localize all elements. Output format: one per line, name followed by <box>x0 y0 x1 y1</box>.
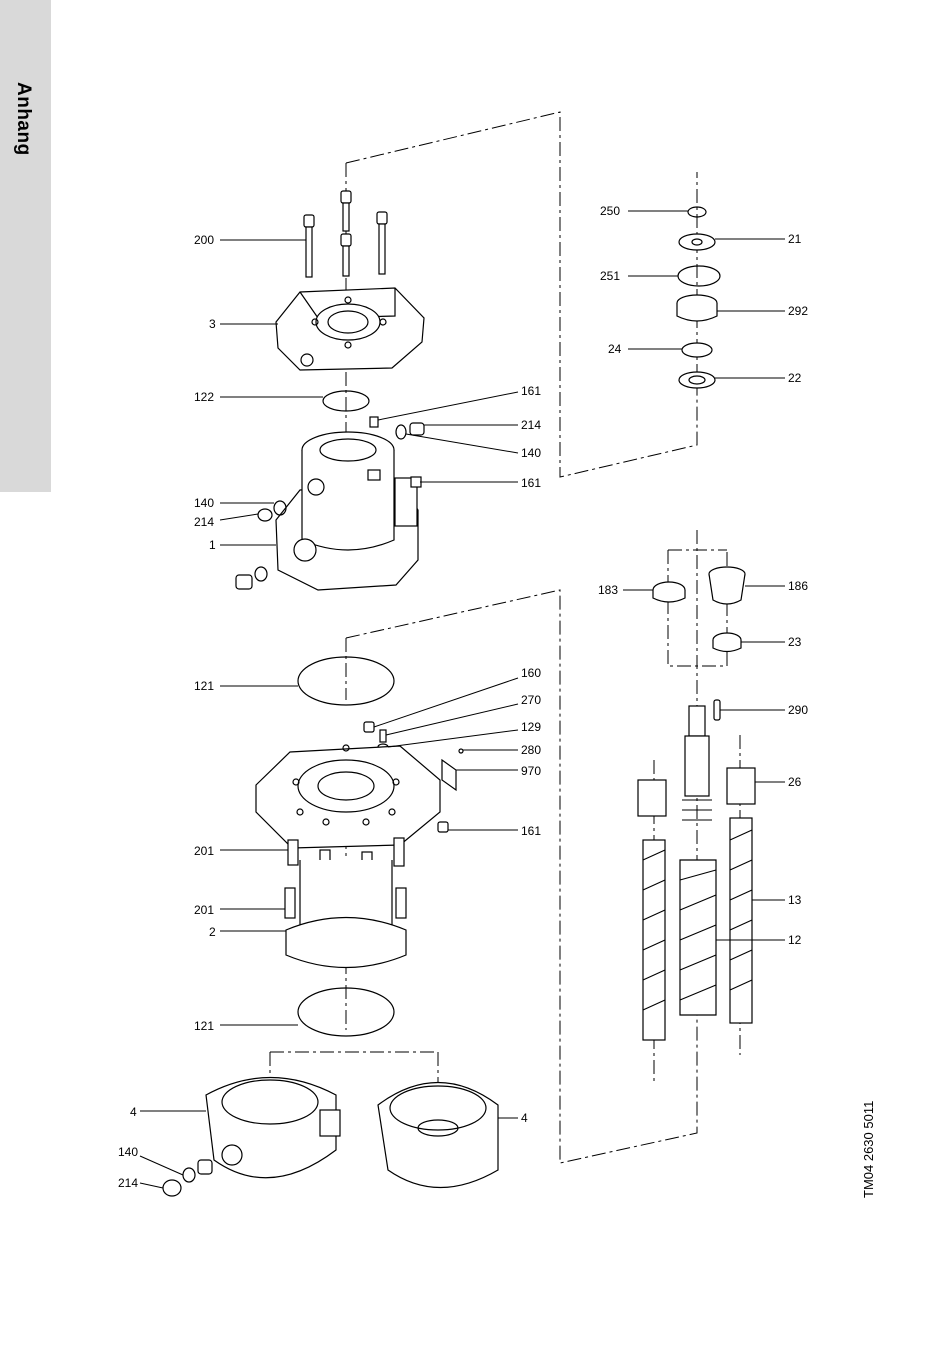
callout-160: 160 <box>521 666 541 680</box>
callout-2: 2 <box>209 925 216 939</box>
callout-140-top: 140 <box>521 446 541 460</box>
callout-201-upper: 201 <box>194 844 214 858</box>
ring-24 <box>682 343 712 357</box>
callout-183: 183 <box>598 583 618 597</box>
callout-214-bottom: 214 <box>118 1176 138 1190</box>
callout-200: 200 <box>194 233 214 247</box>
callout-1: 1 <box>209 538 216 552</box>
retaining-ring-251 <box>678 266 720 286</box>
callout-23: 23 <box>788 635 802 649</box>
seal-22 <box>679 372 715 388</box>
callout-121-bottom: 121 <box>194 1019 214 1033</box>
callout-21: 21 <box>788 232 802 246</box>
washer-21 <box>679 234 715 250</box>
callout-129: 129 <box>521 720 541 734</box>
callout-201-lower: 201 <box>194 903 214 917</box>
plug-161-top <box>370 417 378 427</box>
cap-screws-200 <box>304 191 387 277</box>
drive-screw-12 <box>680 706 716 1015</box>
callout-290: 290 <box>788 703 808 717</box>
callout-140-housing: 140 <box>194 496 214 510</box>
callout-4-left: 4 <box>130 1105 137 1119</box>
drawing-number: TM04 2630 5011 <box>861 1101 876 1198</box>
callout-251: 251 <box>600 269 620 283</box>
callout-122: 122 <box>194 390 214 404</box>
callout-250: 250 <box>600 204 620 218</box>
callout-12: 12 <box>788 933 802 947</box>
callout-161-housing: 161 <box>521 476 541 490</box>
callout-214-top: 214 <box>521 418 541 432</box>
leader-lines <box>140 211 785 1188</box>
intermediate-housing <box>256 745 448 848</box>
callout-13: 13 <box>788 893 802 907</box>
assembly-path-lines <box>270 112 740 1163</box>
callout-26: 26 <box>788 775 802 789</box>
stator-housing-2 <box>286 860 406 968</box>
suction-housing-4-left <box>206 1078 340 1178</box>
key-290 <box>714 700 720 720</box>
pump-cover-3 <box>276 288 424 370</box>
callout-140-bottom: 140 <box>118 1145 138 1159</box>
callout-161-middle: 161 <box>521 824 541 838</box>
callout-24: 24 <box>608 342 622 356</box>
callout-22: 22 <box>788 371 802 385</box>
callout-270: 270 <box>521 693 541 707</box>
bearing-stack-upper <box>677 207 720 388</box>
callout-186: 186 <box>788 579 808 593</box>
callout-970: 970 <box>521 764 541 778</box>
callout-214-housing: 214 <box>194 515 214 529</box>
callout-280: 280 <box>521 743 541 757</box>
pump-housing-1 <box>276 432 421 590</box>
plug-214-and-ring-140-bottom <box>163 1160 212 1196</box>
callout-3: 3 <box>209 317 216 331</box>
callout-121-top: 121 <box>194 679 214 693</box>
callout-292: 292 <box>788 304 808 318</box>
callout-4-right: 4 <box>521 1111 528 1125</box>
callout-161-top: 161 <box>521 384 541 398</box>
suction-housing-4-right <box>378 1083 498 1188</box>
seal-parts-183-186-23 <box>653 567 745 652</box>
